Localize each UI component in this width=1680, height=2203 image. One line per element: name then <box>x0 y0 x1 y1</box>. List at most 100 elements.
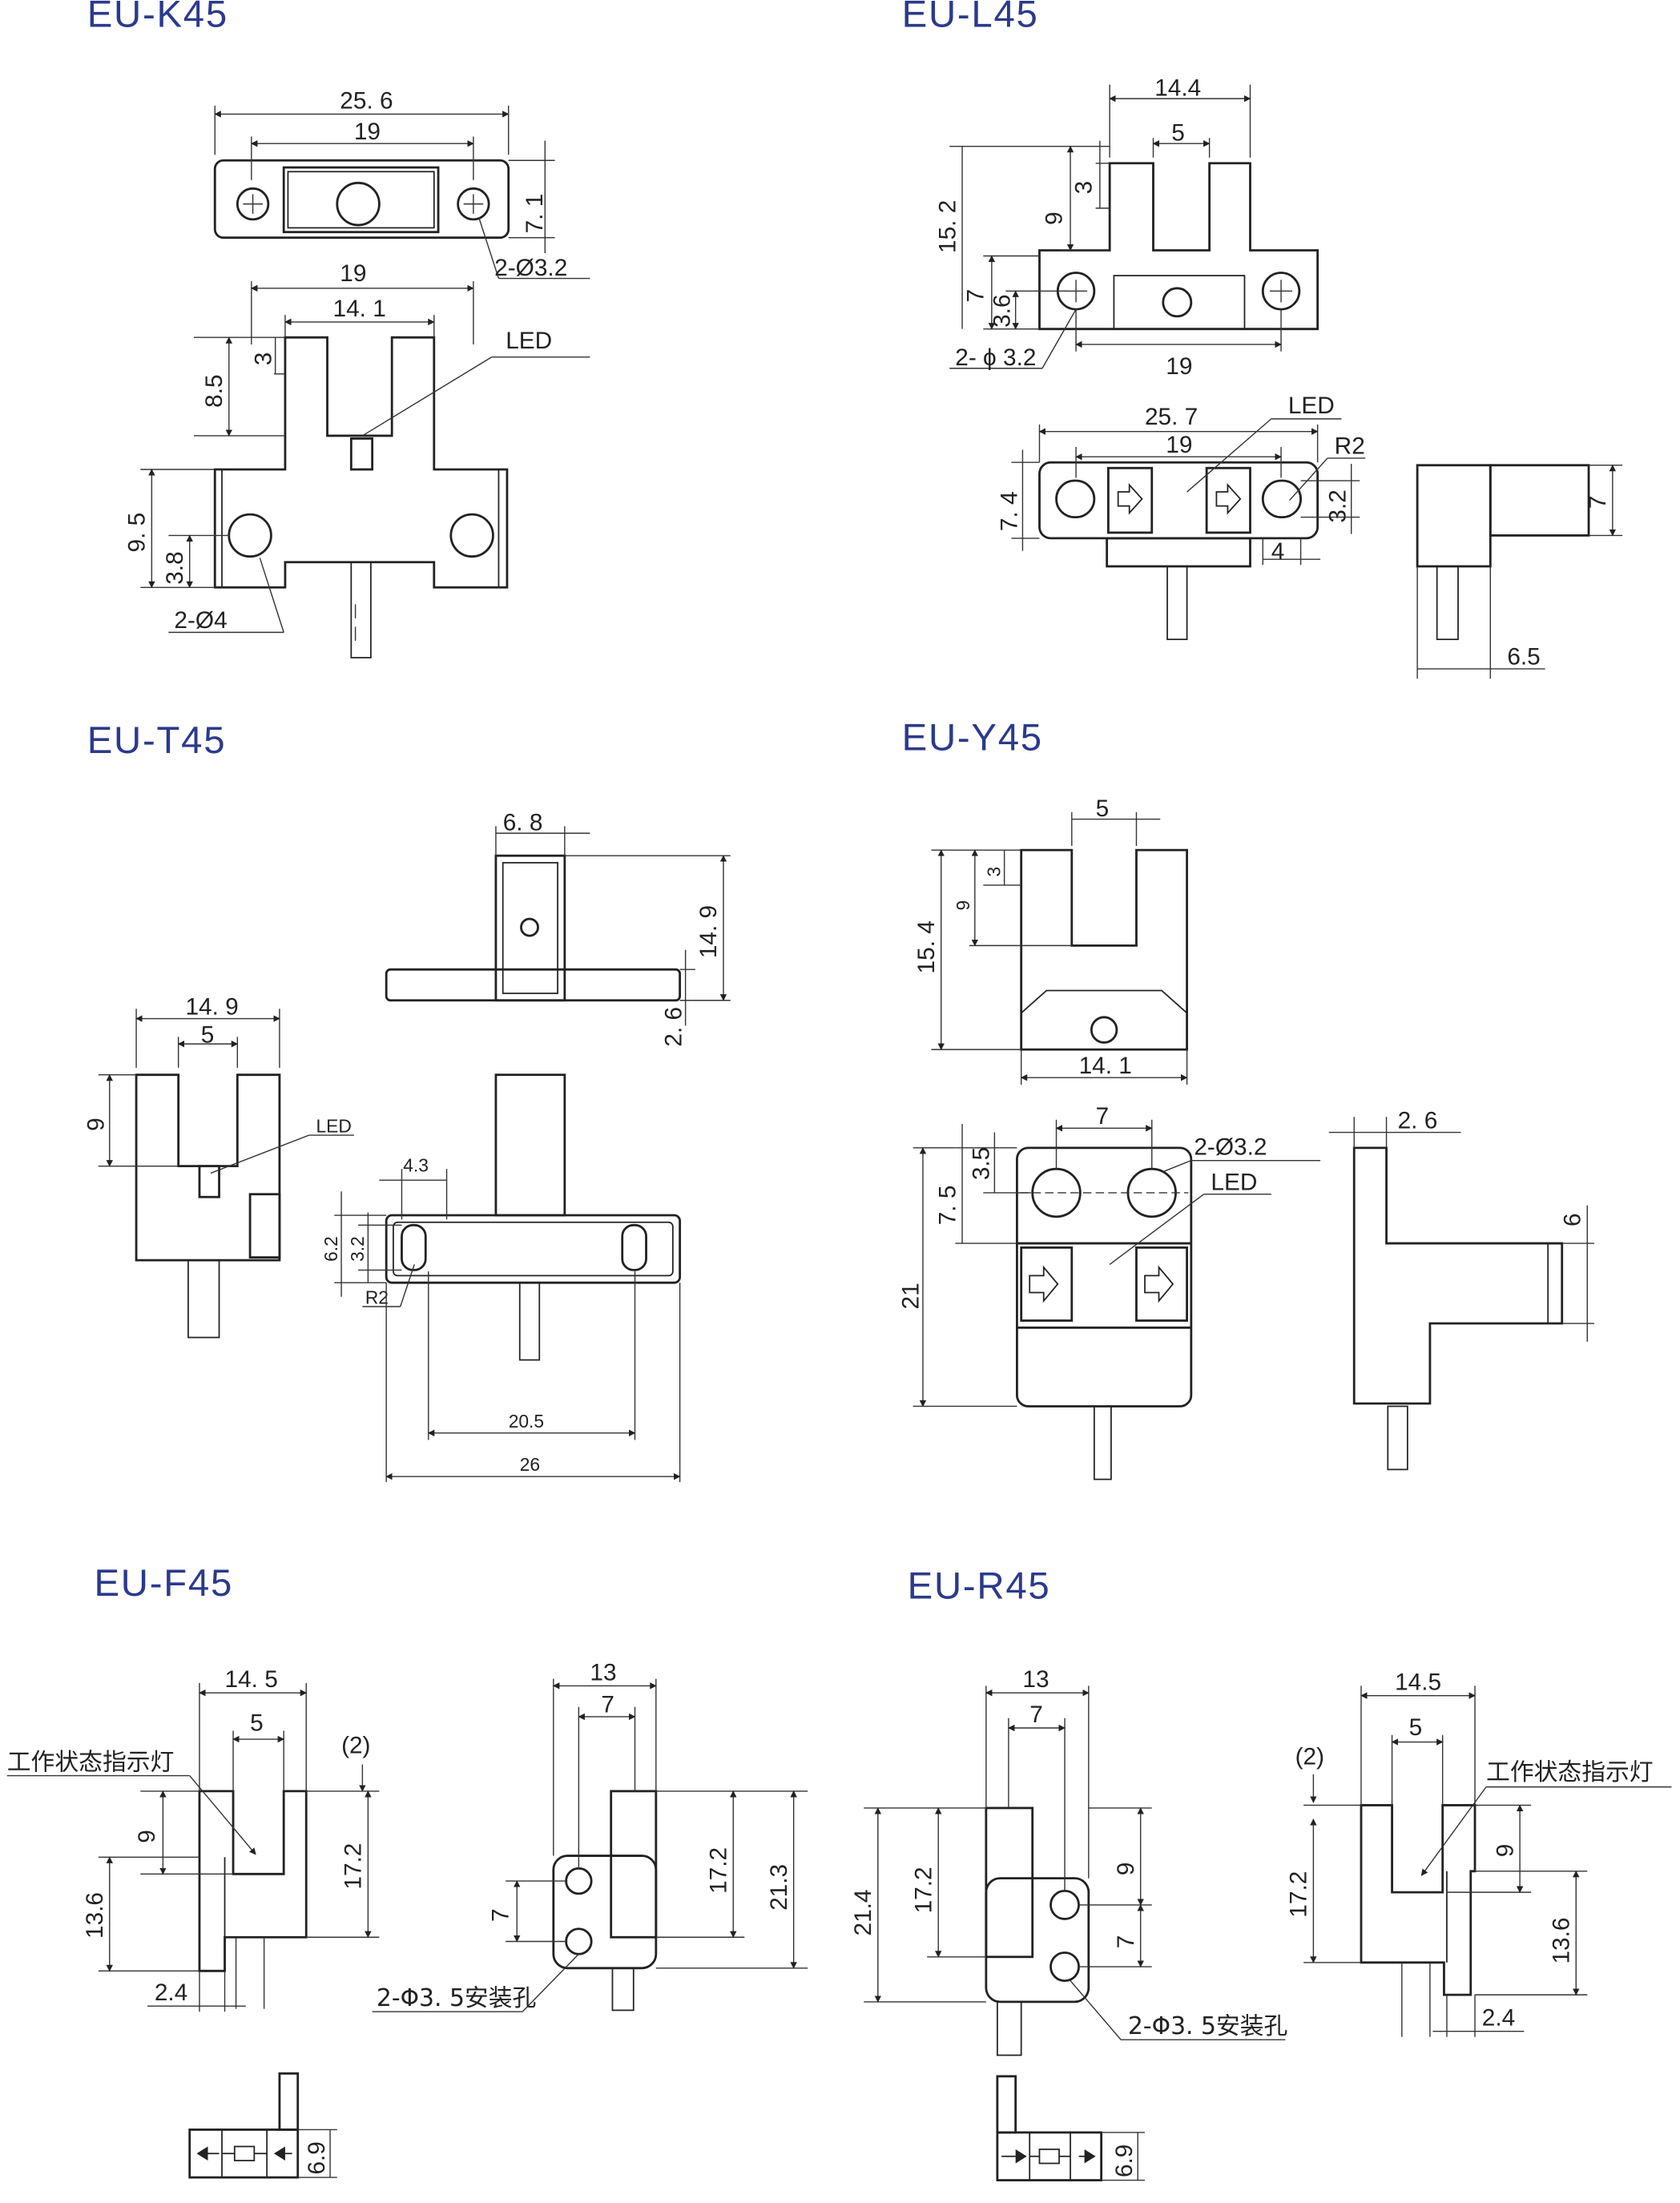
sensor-slot-window <box>282 166 440 234</box>
dim-hole-offset: 3.8 <box>162 551 188 584</box>
sensor-front-body <box>198 1790 308 1972</box>
panel-eu-k45: EU-K45 25. 6 19 7. 1 2-Ø3.2 19 <box>87 0 590 658</box>
sensor-bottom-body <box>188 2128 300 2179</box>
sensor-side-body <box>135 1073 281 1262</box>
mount-slot-right <box>621 1223 647 1271</box>
arrow-right-icon <box>1029 1265 1059 1303</box>
mount-hole-bottom <box>1049 1951 1080 1982</box>
dim-7-top: 7 <box>1029 1702 1043 1728</box>
dim-side-height: 7 <box>1585 496 1611 509</box>
side-arm-tip <box>1547 1242 1563 1324</box>
arrow-right-icon <box>1084 2149 1096 2164</box>
sensor-slot-inner <box>287 171 435 229</box>
dim-width: 14. 5 <box>225 1666 278 1693</box>
dim-slot-outer: 14. 1 <box>333 296 386 322</box>
dim-7-holes: 7 <box>1113 1935 1139 1949</box>
sensor-front-body <box>1016 1146 1193 1408</box>
mount-hole-left <box>228 513 272 558</box>
dim-6-9: 6.9 <box>1111 2145 1138 2177</box>
led-window <box>349 437 374 471</box>
dim-height: 15. 2 <box>934 200 961 253</box>
dim-width: 6. 8 <box>503 810 543 836</box>
panel-eu-l45: EU-L45 14.4 5 15. 2 9 3 7 3.6 2- ϕ 3.2 <box>902 0 1623 679</box>
cable <box>1166 566 1188 641</box>
cable <box>1436 566 1459 641</box>
dim-gap: (2) <box>341 1733 370 1759</box>
receiver-window <box>1205 466 1251 534</box>
led-label: LED <box>1211 1169 1257 1195</box>
led-lens <box>1162 287 1193 318</box>
dim-width: 14. 1 <box>1079 1053 1132 1079</box>
dim-17-2: 17.2 <box>1286 1871 1312 1918</box>
mount-flange-inner <box>393 1221 674 1277</box>
cable <box>187 1259 220 1339</box>
dim-13-6: 13.6 <box>82 1892 108 1939</box>
arrow-right-icon <box>1144 1265 1174 1303</box>
dim-flange-height: 6.2 <box>320 1236 341 1262</box>
dim-slot-width: 3.2 <box>347 1236 368 1262</box>
sensor-front-body <box>1038 461 1319 540</box>
sensor-front-body <box>1360 1804 1477 1996</box>
mount-hole-top <box>565 1867 593 1895</box>
panel-title: EU-F45 <box>94 1562 233 1605</box>
dim-4: 4 <box>1271 538 1285 565</box>
dim-7-5: 7. 5 <box>934 1186 961 1226</box>
dim-slot-depth: 9 <box>83 1118 110 1131</box>
cable-stub <box>996 2075 1017 2134</box>
sensor-side-body <box>985 1806 1034 1959</box>
panel-eu-y45: EU-Y45 5 3 9 15. 4 14. 1 7 <box>898 717 1595 1480</box>
arrow-right-icon <box>1015 2149 1027 2164</box>
led-lens <box>336 181 381 227</box>
dim-slot: 5 <box>1409 1714 1423 1741</box>
dim-side-depth: 6.5 <box>1507 644 1540 671</box>
dim-17-2: 17.2 <box>705 1847 731 1894</box>
cable <box>996 2001 1022 2056</box>
mount-slot-left <box>1055 479 1096 519</box>
mount-slot-right <box>1261 479 1302 519</box>
dim-slot-pos: 4.3 <box>403 1155 429 1176</box>
dim-width: 14. 9 <box>185 993 238 1020</box>
dim-depth: 13 <box>590 1659 616 1685</box>
mount-hole-left <box>236 187 270 221</box>
cable <box>518 1282 541 1361</box>
led-symbol <box>1038 2149 1060 2165</box>
dim-3: 3 <box>1070 181 1097 195</box>
sensor-side-body <box>610 1790 658 1939</box>
dim-flange: 2. 6 <box>660 1007 687 1047</box>
panel-title: EU-Y45 <box>902 717 1043 759</box>
led-label: LED <box>506 328 552 354</box>
dim-21-3: 21.3 <box>766 1864 792 1911</box>
sensor-side-arm <box>1489 464 1590 537</box>
dim-9: 9 <box>1492 1844 1518 1858</box>
led-symbol <box>233 2145 256 2161</box>
panel-title: EU-R45 <box>908 1565 1051 1608</box>
dim-hole-dia: 2-Ø3.2 <box>494 255 567 281</box>
sensor-mount-plate <box>552 1855 658 1970</box>
dim-3: 3 <box>983 867 1004 877</box>
dim-slot: 5 <box>250 1710 264 1736</box>
dim-slot: 5 <box>1171 120 1185 147</box>
dim-7: 7 <box>962 289 989 303</box>
dim-hole-spacing: 19 <box>354 119 381 145</box>
dim-9: 9 <box>134 1830 160 1843</box>
dim-9: 9 <box>1041 211 1068 225</box>
sensor-top-inner <box>502 862 558 994</box>
dim-17-2: 17.2 <box>910 1867 937 1913</box>
led-lens <box>520 917 539 937</box>
dim-width: 25. 7 <box>1145 404 1198 430</box>
mount-hole-label: 2-Φ3. 5安装孔 <box>1128 2012 1287 2040</box>
dim-slot-width: 3.2 <box>1325 489 1352 522</box>
sensor-bottom-body <box>996 2131 1103 2181</box>
led-label: LED <box>316 1116 352 1137</box>
indicator-label: 工作状态指示灯 <box>1486 1758 1654 1786</box>
panel-eu-r45: EU-R45 13 7 21.4 17.2 9 7 2-Φ3. 5安装孔 <box>850 1565 1672 2181</box>
dim-7-top: 7 <box>601 1692 614 1718</box>
mount-hole-label: 2-Φ3. 5安装孔 <box>377 1984 536 2012</box>
dim-2-4: 2.4 <box>155 1979 187 2006</box>
dim-slot-depth: 8.5 <box>201 374 228 407</box>
cable <box>350 561 372 658</box>
led-window <box>198 1165 220 1198</box>
dim-height: 15. 4 <box>913 920 940 973</box>
dim-slot: 5 <box>1096 795 1110 822</box>
